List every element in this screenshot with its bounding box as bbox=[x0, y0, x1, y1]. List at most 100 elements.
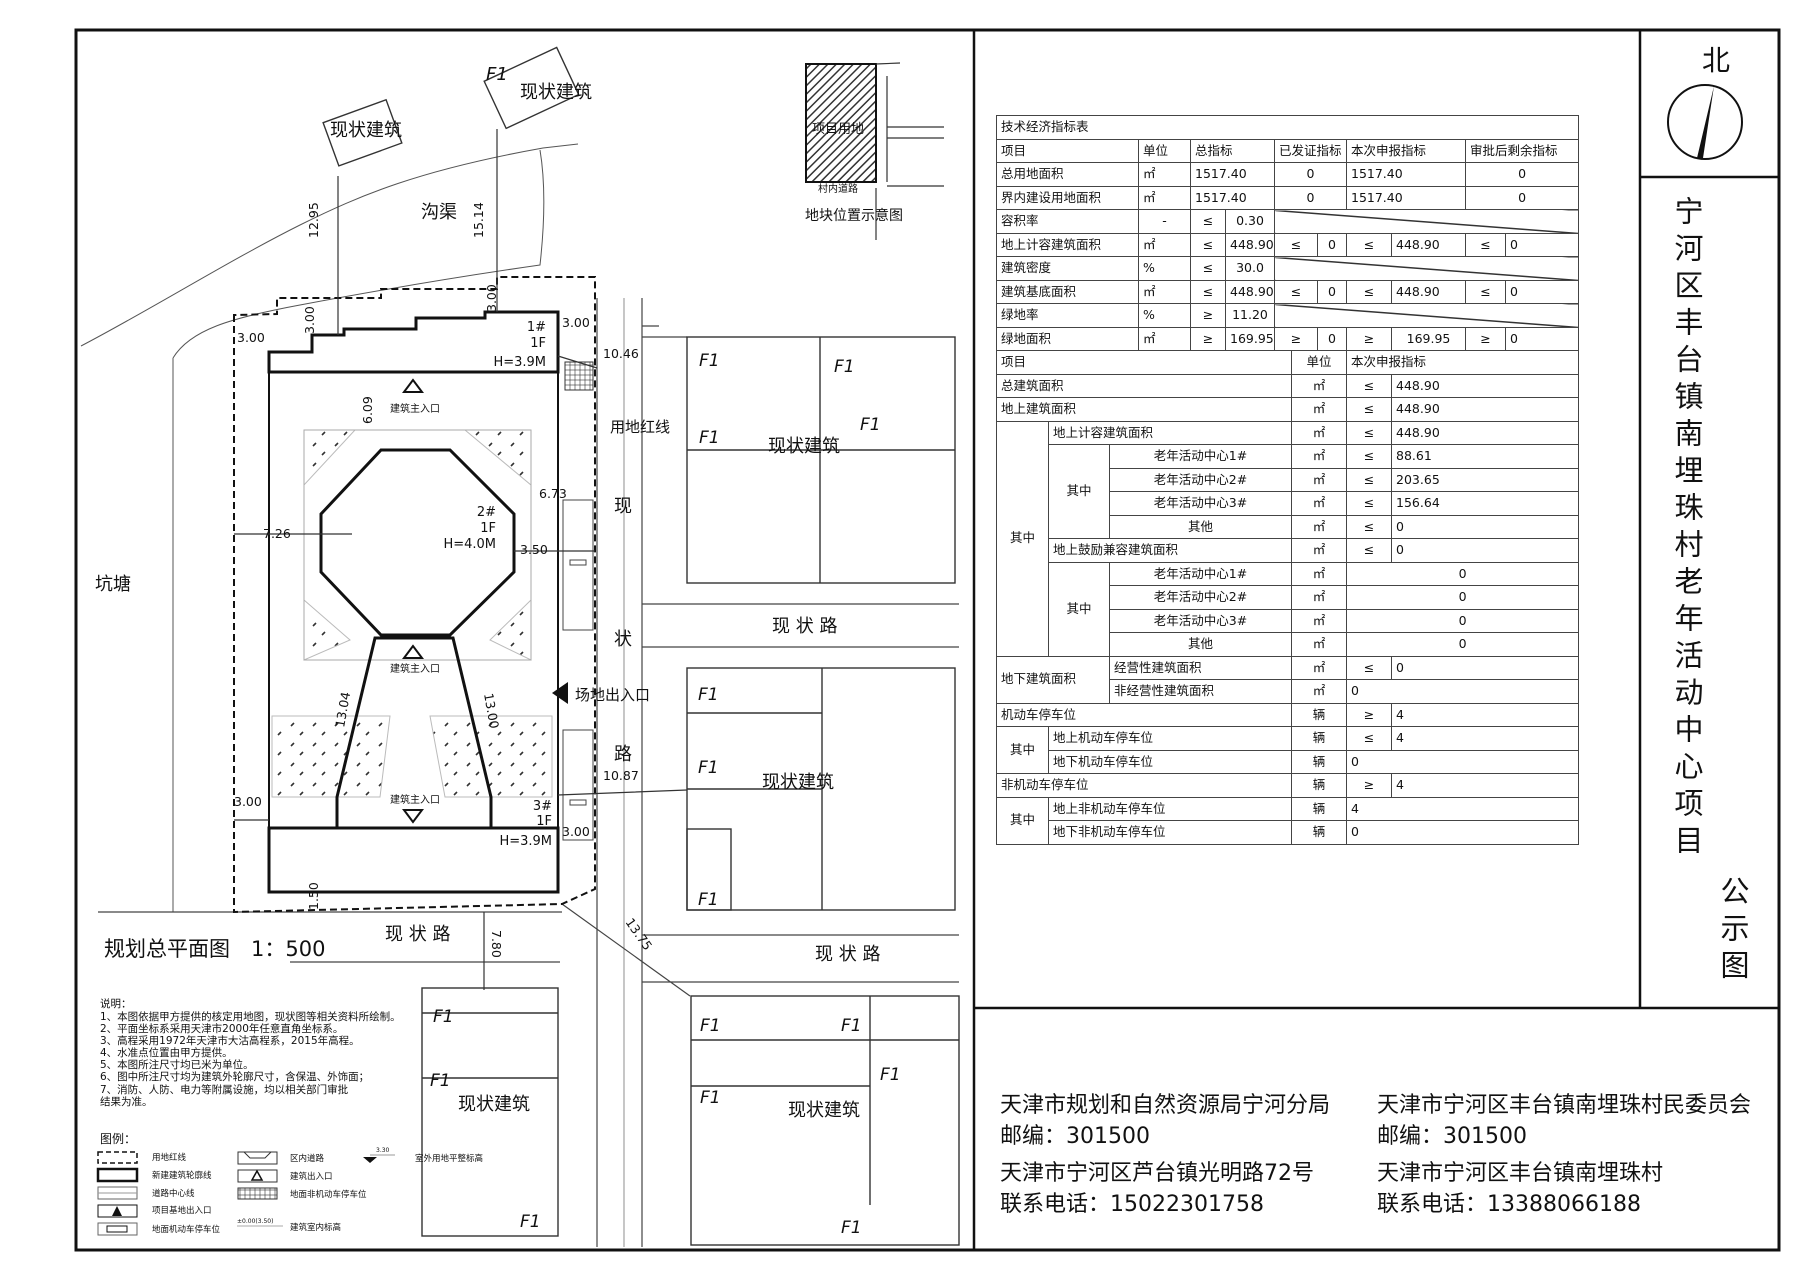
dimension: 10.46 bbox=[603, 346, 639, 361]
table-cell: ≥ bbox=[1190, 303, 1226, 328]
table-cell: 1517.40 bbox=[1346, 185, 1466, 210]
table-cell: ㎡ bbox=[1138, 232, 1191, 257]
drawing-frame bbox=[74, 28, 1781, 1252]
table-cell: 448.90 bbox=[1225, 232, 1275, 257]
table-cell: 非经营性建筑面积 bbox=[1108, 679, 1293, 704]
table-cell: ≤ bbox=[1346, 397, 1393, 422]
dimension: 3.00 bbox=[562, 824, 590, 839]
table-cell: 448.90 bbox=[1225, 279, 1275, 304]
entrance-triangle-icon bbox=[402, 644, 424, 659]
table-cell: 88.61 bbox=[1391, 444, 1580, 469]
plan-label: H=3.9M bbox=[493, 355, 546, 370]
plan-label: 4、水准点位置由甲方提供。 bbox=[100, 1046, 233, 1059]
table-cell: ≥ bbox=[1465, 326, 1506, 351]
table-cell: 其中 bbox=[1048, 561, 1110, 657]
table-cell: 0 bbox=[1464, 185, 1580, 210]
plan-label: 说明： bbox=[100, 997, 132, 1010]
table-cell: 已发证指标 bbox=[1274, 138, 1347, 163]
table-cell: ≤ bbox=[1190, 209, 1226, 234]
plan-label: 室外用地平整标高 bbox=[415, 1153, 483, 1164]
plan-label: F1 bbox=[699, 351, 720, 371]
table-cell: 4 bbox=[1391, 726, 1580, 751]
plan-label: 6、图中所注尺寸均为建筑外轮廓尺寸，含保温、外饰面； bbox=[100, 1070, 369, 1083]
table-cell: 448.90 bbox=[1391, 279, 1466, 304]
table-cell: 0 bbox=[1346, 632, 1580, 657]
table-cell: 其中 bbox=[996, 726, 1049, 774]
plan-label: 道路中心线 bbox=[152, 1188, 195, 1199]
table-cell: 169.95 bbox=[1391, 326, 1466, 351]
table-cell: ≤ bbox=[1274, 279, 1318, 304]
table-cell: 0 bbox=[1274, 185, 1347, 210]
table-cell: 老年活动中心3# bbox=[1108, 491, 1293, 516]
table-cell: 辆 bbox=[1291, 702, 1348, 727]
plan-label: F1 bbox=[834, 357, 855, 377]
table-cell: 其他 bbox=[1108, 514, 1293, 539]
table-cell: 单位 bbox=[1138, 138, 1191, 163]
table-cell: 地上建筑面积 bbox=[995, 397, 1293, 422]
table-cell: 1517.40 bbox=[1190, 185, 1275, 210]
plan-label: 图例： bbox=[100, 1132, 136, 1146]
existing-building-label: 现状建筑 bbox=[520, 82, 592, 103]
existing-building-label: 现状建筑 bbox=[330, 120, 402, 141]
table-cell: ≥ bbox=[1346, 702, 1393, 727]
table-cell: 1517.40 bbox=[1346, 162, 1466, 187]
table-cell: ㎡ bbox=[1291, 679, 1348, 704]
table-row: 老年活动中心3#㎡≤156.64 bbox=[997, 491, 1580, 516]
north-label: 北 bbox=[1702, 44, 1730, 77]
plan-label: 用地红线 bbox=[152, 1152, 187, 1163]
table-cell: 其中 bbox=[996, 420, 1049, 657]
dimension: 6.09 bbox=[360, 396, 375, 424]
project-title: 宁河区丰台镇南埋珠村老年活动中心项目 bbox=[1670, 196, 1704, 862]
table-cell: 0 bbox=[1346, 820, 1580, 845]
compass-icon bbox=[1667, 84, 1743, 160]
table-row: 老年活动中心2#㎡≤203.65 bbox=[997, 467, 1580, 492]
table-cell: 0 bbox=[1504, 326, 1580, 351]
table-cell: 容积率 bbox=[996, 209, 1139, 234]
dimension: 7.26 bbox=[263, 526, 291, 541]
table-cell: 地上计容建筑面积 bbox=[996, 232, 1139, 257]
dimension: 3.00 bbox=[562, 315, 590, 330]
table-cell: 4 bbox=[1391, 702, 1580, 727]
plan-label: 地面非机动车停车位 bbox=[290, 1189, 367, 1200]
table-cell: ≥ bbox=[1346, 326, 1392, 351]
red-line-label: 用地红线 bbox=[610, 418, 670, 436]
site-entrance-icon bbox=[552, 682, 568, 704]
dimension: 15.14 bbox=[471, 202, 486, 238]
table-cell: 技术经济指标表 bbox=[995, 115, 1580, 140]
dimension: 13.00 bbox=[481, 692, 502, 730]
pond-label: 坑塘 bbox=[95, 574, 131, 595]
table-cell: ≥ bbox=[1274, 326, 1318, 351]
table-cell: ≤ bbox=[1190, 256, 1226, 281]
road-label: 现 状 路 bbox=[385, 924, 450, 945]
plan-title: 规划总平面图 1：500 bbox=[104, 937, 325, 961]
plan-label: 地块位置示意图 bbox=[805, 207, 903, 224]
site-entrance-label: 场地出入口 bbox=[575, 686, 650, 704]
table-cell: ≤ bbox=[1465, 232, 1506, 257]
table-row: 机动车停车位辆≥4 bbox=[995, 702, 1580, 727]
plan-label: F1 bbox=[860, 415, 881, 435]
plan-label: F1 bbox=[841, 1016, 862, 1036]
main-entrance-label: 建筑主入口 bbox=[390, 402, 440, 415]
table-cell: 单位 bbox=[1291, 350, 1348, 375]
table-cell: ㎡ bbox=[1291, 608, 1348, 633]
table-cell: ㎡ bbox=[1138, 162, 1191, 187]
table-cell: 地下机动车停车位 bbox=[1047, 749, 1293, 774]
existing-buildings bbox=[322, 46, 960, 1246]
table-cell: 辆 bbox=[1291, 726, 1348, 751]
table-cell: ≤ bbox=[1346, 279, 1392, 304]
table-cell: 绿地面积 bbox=[996, 326, 1139, 351]
table-cell: 0 bbox=[1317, 279, 1347, 304]
table-cell: 其他 bbox=[1108, 632, 1293, 657]
table-cell: 0 bbox=[1274, 162, 1347, 187]
table-cell: 169.95 bbox=[1225, 326, 1275, 351]
table-cell: 0 bbox=[1346, 749, 1580, 774]
